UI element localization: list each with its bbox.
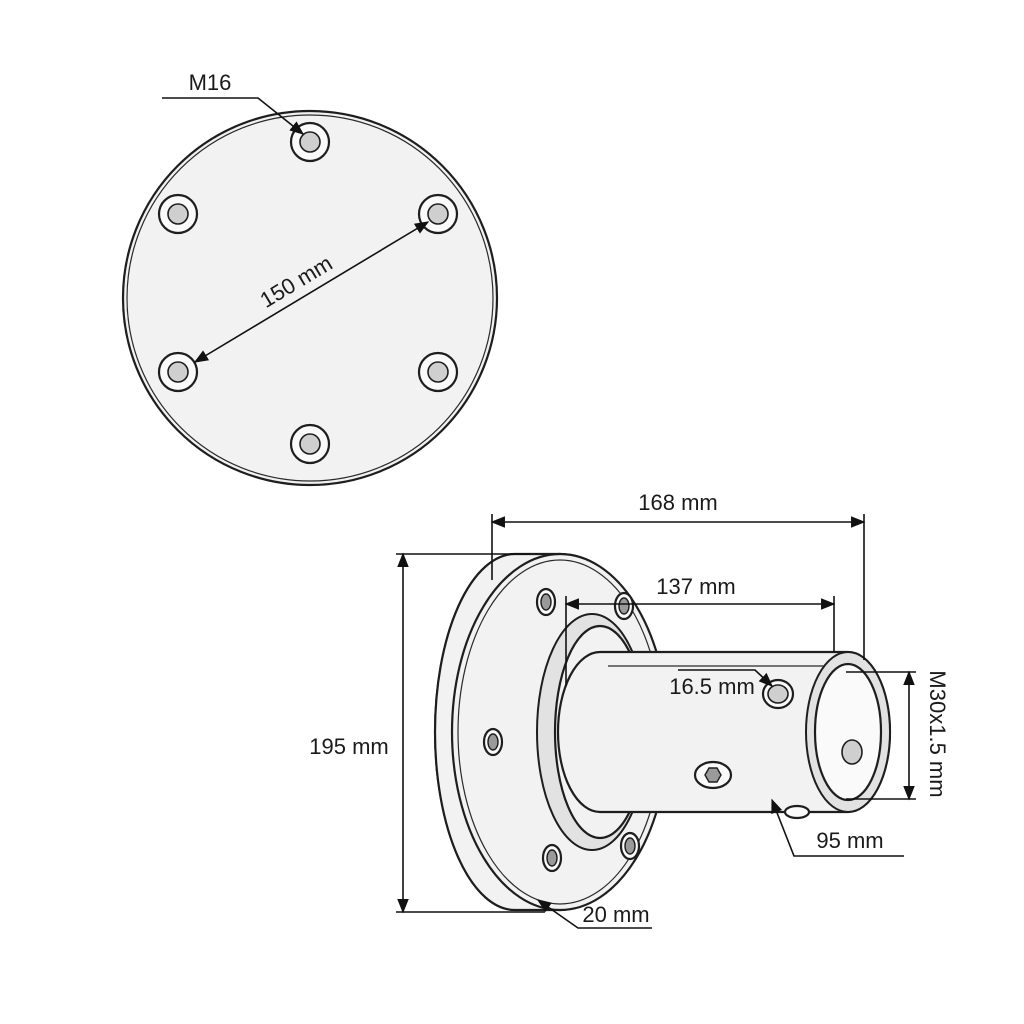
thread-label: M30x1.5 mm: [925, 670, 950, 797]
tube-diameter-leader: [771, 798, 904, 857]
flange-diameter-label: 195 mm: [309, 734, 388, 759]
flange-thread-hole-5: [619, 831, 641, 861]
side-hole-leader: [678, 669, 774, 687]
tube-bore-hole: [841, 739, 863, 765]
bolt-hole-lower-right: [417, 351, 459, 393]
front-view: M16 150 mm: [121, 70, 499, 487]
hole-label-leader: [162, 97, 305, 135]
tube-length-label: 137 mm: [656, 574, 735, 599]
flange-thickness-label: 20 mm: [582, 902, 649, 927]
flange-thread-hole-1: [535, 587, 557, 617]
tube-bottom-hole: [783, 804, 811, 820]
flange-plate-rim: [126, 114, 494, 482]
bolt-hole-bottom: [289, 423, 331, 465]
bolt-hole-upper-right: [417, 193, 459, 235]
set-screw: [693, 760, 733, 790]
tube-side-hole: [761, 678, 795, 710]
tube-bore: [813, 662, 883, 802]
hole-label: M16: [189, 70, 232, 95]
side-hole-label: 16.5 mm: [669, 674, 755, 699]
tube-diameter-label: 95 mm: [816, 828, 883, 853]
overall-length-label: 168 mm: [638, 490, 717, 515]
flange-thickness-leader: [536, 899, 652, 929]
flange-thread-hole-3: [482, 727, 504, 757]
side-view: 168 mm 137 mm 195 mm 20 mm 16.5 mm M30x1…: [309, 490, 950, 929]
bolt-circle-dimension-line: [193, 221, 430, 363]
bolt-hole-lower-left: [157, 351, 199, 393]
flange-thread-hole-2: [613, 591, 635, 621]
bolt-hole-upper-left: [157, 193, 199, 235]
flange-thread-hole-4: [541, 843, 563, 873]
